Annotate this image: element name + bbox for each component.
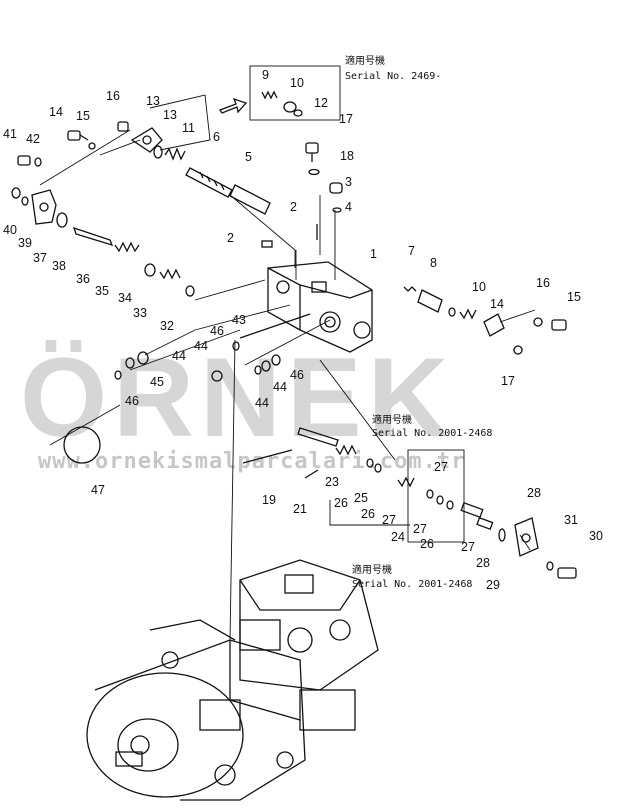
- callout-35: 34: [118, 291, 132, 305]
- callout-1: 1: [370, 247, 377, 261]
- callout-13: 13: [163, 108, 177, 122]
- callout-43: 42: [26, 132, 40, 146]
- callout-10: 9: [262, 68, 269, 82]
- watermark: ÖRNEK www.ornekismalparcalari.com.tr: [20, 335, 465, 474]
- callout-46: 45: [150, 375, 164, 389]
- callout-46: 46: [290, 368, 304, 382]
- callout-11: 10: [290, 76, 304, 90]
- part-pump-assembly: [86, 559, 379, 801]
- callout-25: 24: [391, 530, 405, 544]
- callout-44: 43: [232, 313, 246, 327]
- callout-40: 39: [18, 236, 32, 250]
- callout-37: 36: [76, 272, 90, 286]
- part-plug-18-19: [305, 142, 320, 176]
- callout-10: 10: [472, 280, 486, 294]
- callout-26: 26: [420, 537, 434, 551]
- callout-15: 15: [567, 290, 581, 304]
- callout-14: 13: [146, 94, 160, 108]
- part-middle-group: [63, 313, 311, 464]
- part-chain-right: [403, 286, 567, 355]
- serial-note-text: Serial No. 2001-2468: [352, 579, 472, 590]
- callout-44: 44: [255, 396, 269, 410]
- serial-note-jp: 適用号機: [372, 413, 412, 426]
- serial-note-bottom: 適用号機 Serial No. 2001-2468: [352, 563, 472, 590]
- callout-8: 8: [430, 256, 437, 270]
- callout-48: 47: [91, 483, 105, 497]
- callout-26: 26: [361, 507, 375, 521]
- watermark-url: www.ornekismalparcalari.com.tr: [38, 449, 465, 474]
- callout-17: 17: [501, 374, 515, 388]
- callout-28: 28: [476, 556, 490, 570]
- callout-18: 17: [339, 112, 353, 126]
- callout-27: 26: [334, 496, 348, 510]
- callout-16: 16: [536, 276, 550, 290]
- serial-note-middle: 適用号機 Serial No. 2001-2468: [372, 413, 492, 543]
- callout-44: 44: [194, 339, 208, 353]
- watermark-logo: ÖRNEK: [20, 335, 454, 460]
- callout-32: 31: [564, 513, 578, 527]
- callout-33: 32: [160, 319, 174, 333]
- callout-30: 29: [486, 578, 500, 592]
- callout-45: 44: [172, 349, 186, 363]
- callout-39: 38: [52, 259, 66, 273]
- callout-labels: 1 2 2 3 4 5 6 7 8 9 10 10 11 12 13 13 14…: [3, 68, 603, 592]
- callout-2: 2: [290, 200, 297, 214]
- callout-7: 7: [408, 244, 415, 258]
- serial-note-text: Serial No. 2469-: [345, 71, 441, 82]
- callout-27: 27: [382, 513, 396, 527]
- part-valve-body-1: [267, 261, 373, 353]
- callout-21: 19: [262, 493, 276, 507]
- part-spring-12-13: [153, 145, 186, 161]
- callout-36: 35: [95, 284, 109, 298]
- serial-note-text: Serial No. 2001-2468: [372, 428, 492, 439]
- callout-42: 41: [3, 127, 17, 141]
- callout-44: 44: [273, 380, 287, 394]
- callout-31: 30: [589, 529, 603, 543]
- callout-29: 28: [527, 486, 541, 500]
- part-lower-group: [242, 427, 577, 579]
- leader-lines: [39, 94, 536, 641]
- callout-16: 15: [76, 109, 90, 123]
- callout-41: 40: [3, 223, 17, 237]
- part-sleeve-5: [229, 184, 271, 215]
- callout-38: 37: [33, 251, 47, 265]
- callout-2: 2: [227, 231, 234, 245]
- callout-46: 46: [125, 394, 139, 408]
- serial-note-top: 適用号機 Serial No. 2469-: [249, 54, 441, 121]
- callout-26: 25: [354, 491, 368, 505]
- callout-4: 4: [345, 200, 352, 214]
- part-plug-3-4: [329, 182, 343, 213]
- callout-28: 27: [461, 540, 475, 554]
- callout-15: 14: [49, 105, 63, 119]
- callout-6: 6: [213, 130, 220, 144]
- callout-27: 27: [434, 460, 448, 474]
- callout-13: 12: [314, 96, 328, 110]
- part-cover-14: [130, 127, 163, 153]
- callout-19: 18: [340, 149, 354, 163]
- callout-3: 3: [345, 175, 352, 189]
- part-spool-6: [185, 167, 233, 198]
- serial-note-jp: 適用号機: [345, 54, 385, 67]
- part-inset-10-11-13: [261, 90, 303, 117]
- callout-47: 46: [210, 324, 224, 338]
- callout-14: 14: [490, 297, 504, 311]
- callout-12: 11: [182, 121, 195, 135]
- part-bolts-15-16-17: [67, 121, 129, 150]
- part-chain-left: [11, 155, 195, 297]
- arrow-icon: [219, 97, 248, 114]
- callout-24: 23: [325, 475, 339, 489]
- callout-27: 27: [413, 522, 427, 536]
- part-pin-2: [261, 224, 318, 248]
- callout-5: 5: [245, 150, 252, 164]
- callout-23: 21: [293, 502, 307, 516]
- serial-note-jp: 適用号機: [352, 563, 392, 576]
- callout-17: 16: [106, 89, 120, 103]
- callout-34: 33: [133, 306, 147, 320]
